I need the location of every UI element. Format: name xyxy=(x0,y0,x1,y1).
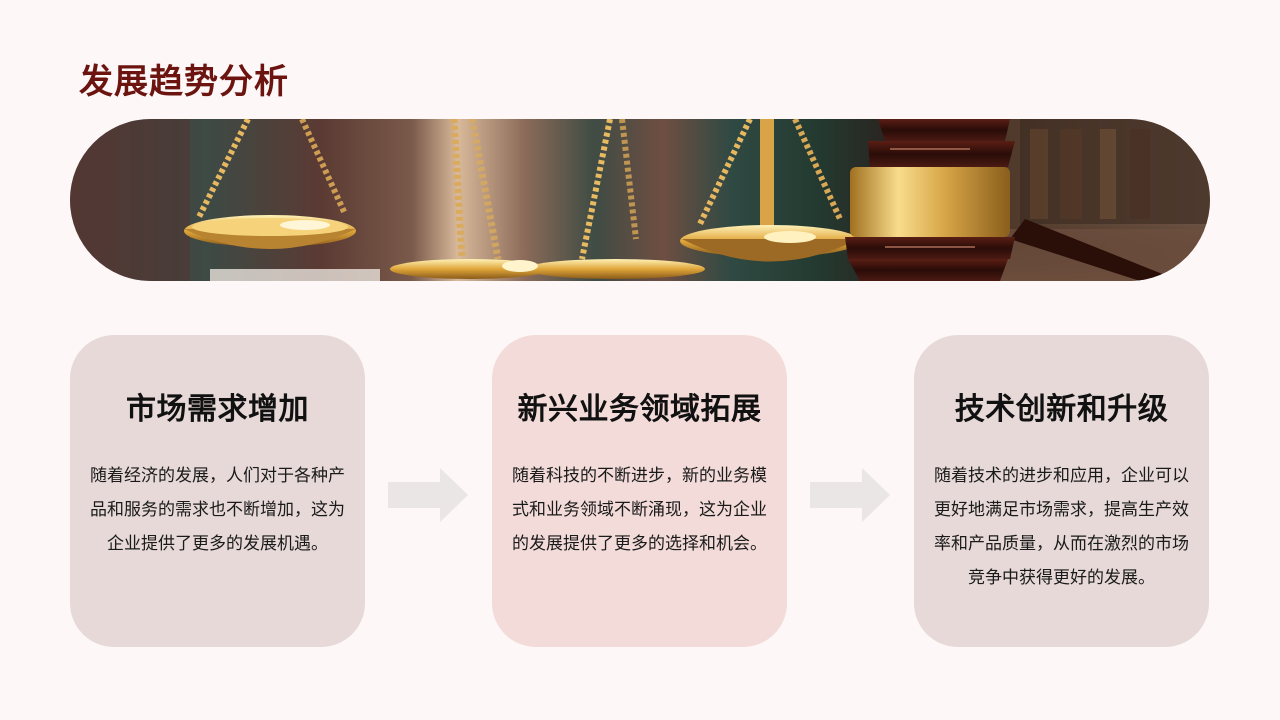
card-body: 随着科技的不断进步，新的业务模式和业务领域不断涌现，这为企业的发展提供了更多的选… xyxy=(512,466,767,554)
card-body: 随着技术的进步和应用，企业可以更好地满足市场需求，提高生产效率和产品质量，从而在… xyxy=(934,466,1189,588)
banner-image xyxy=(70,119,1210,281)
card-heading: 技术创新和升级 xyxy=(954,392,1169,427)
arrow-right-icon xyxy=(388,468,468,524)
card-tech-innovation: 技术创新和升级 随着技术的进步和应用，企业可以更好地满足市场需求，提高生产效率和… xyxy=(914,335,1209,647)
slide-title: 发展趋势分析 xyxy=(79,62,289,102)
scales-gavel-image xyxy=(70,119,1210,281)
arrow-right-icon xyxy=(810,468,890,524)
card-heading: 市场需求增加 xyxy=(126,392,309,427)
card-body: 随着经济的发展，人们对于各种产品和服务的需求也不断增加，这为企业提供了更多的发展… xyxy=(90,466,345,554)
card-market-demand: 市场需求增加 随着经济的发展，人们对于各种产品和服务的需求也不断增加，这为企业提… xyxy=(70,335,365,647)
card-heading: 新兴业务领域拓展 xyxy=(517,392,762,427)
card-emerging-business: 新兴业务领域拓展 随着科技的不断进步，新的业务模式和业务领域不断涌现，这为企业的… xyxy=(492,335,787,647)
